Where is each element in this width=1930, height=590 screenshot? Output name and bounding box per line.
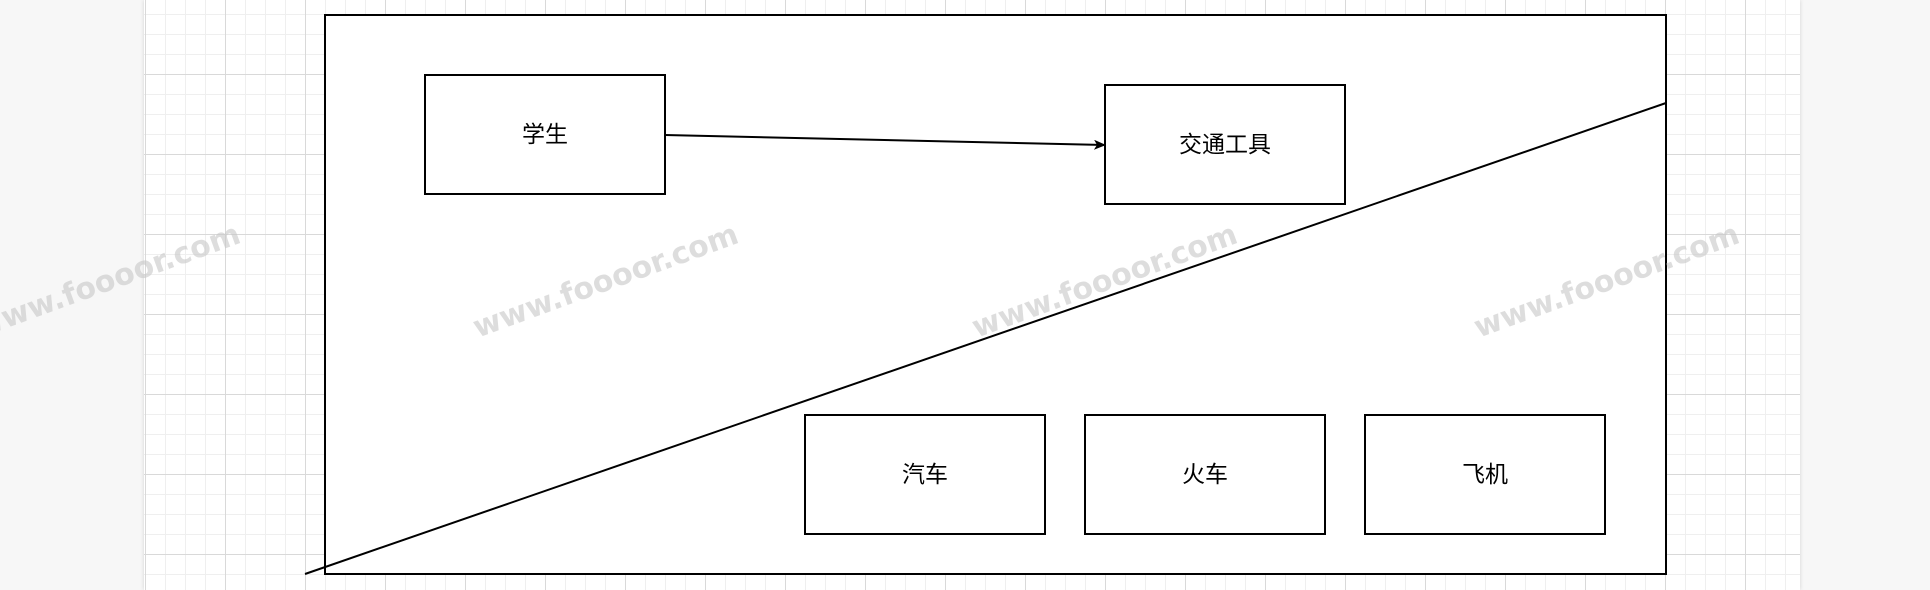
node-label: 学生 — [522, 122, 568, 148]
node-label: 汽车 — [902, 462, 948, 488]
node-car[interactable]: 汽车 — [804, 414, 1046, 535]
diagonal-line[interactable] — [304, 102, 1667, 575]
node-label: 飞机 — [1462, 462, 1508, 488]
node-transport[interactable]: 交通工具 — [1104, 84, 1346, 205]
node-train[interactable]: 火车 — [1084, 414, 1326, 535]
node-student[interactable]: 学生 — [424, 74, 666, 195]
watermark-text: www.foooor.com — [0, 217, 245, 346]
node-plane[interactable]: 飞机 — [1364, 414, 1606, 535]
node-label: 交通工具 — [1179, 132, 1271, 158]
arrow-student-to-transport[interactable] — [664, 134, 1106, 150]
node-label: 火车 — [1182, 462, 1228, 488]
